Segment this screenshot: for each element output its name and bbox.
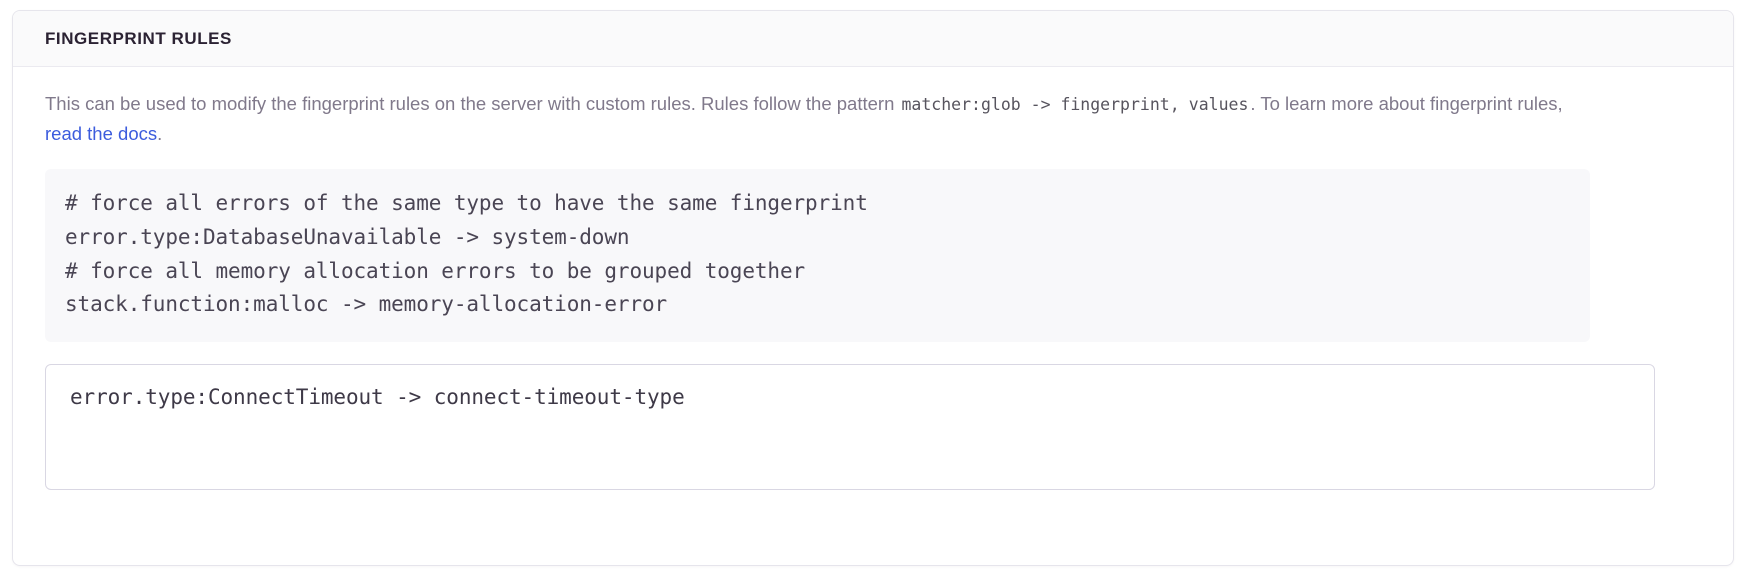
inline-code-matcher-pattern: matcher:glob -> fingerprint,: [901, 95, 1180, 115]
page-title: FINGERPRINT RULES: [45, 29, 232, 48]
fingerprint-rules-panel: FINGERPRINT RULES This can be used to mo…: [12, 10, 1734, 566]
description-text-part-2: . To learn more about fingerprint rules,: [1250, 93, 1563, 115]
code-line: error.type:DatabaseUnavailable -> system…: [65, 224, 630, 249]
read-the-docs-link[interactable]: read the docs: [45, 123, 158, 145]
description-text-part-3: .: [157, 123, 163, 145]
code-line: # force all errors of the same type to h…: [65, 191, 868, 216]
panel-body: This can be used to modify the fingerpri…: [13, 67, 1733, 520]
code-line: # force all memory allocation errors to …: [65, 258, 806, 283]
panel-description: This can be used to modify the fingerpri…: [45, 89, 1590, 149]
code-line: stack.function:malloc -> memory-allocati…: [65, 292, 668, 317]
description-text-part-1: This can be used to modify the fingerpri…: [45, 93, 895, 115]
panel-header: FINGERPRINT RULES: [13, 11, 1733, 68]
fingerprint-rules-input[interactable]: [45, 363, 1655, 490]
code-example-block: # force all errors of the same type to h…: [45, 169, 1590, 342]
inline-code-values: values: [1188, 95, 1249, 115]
